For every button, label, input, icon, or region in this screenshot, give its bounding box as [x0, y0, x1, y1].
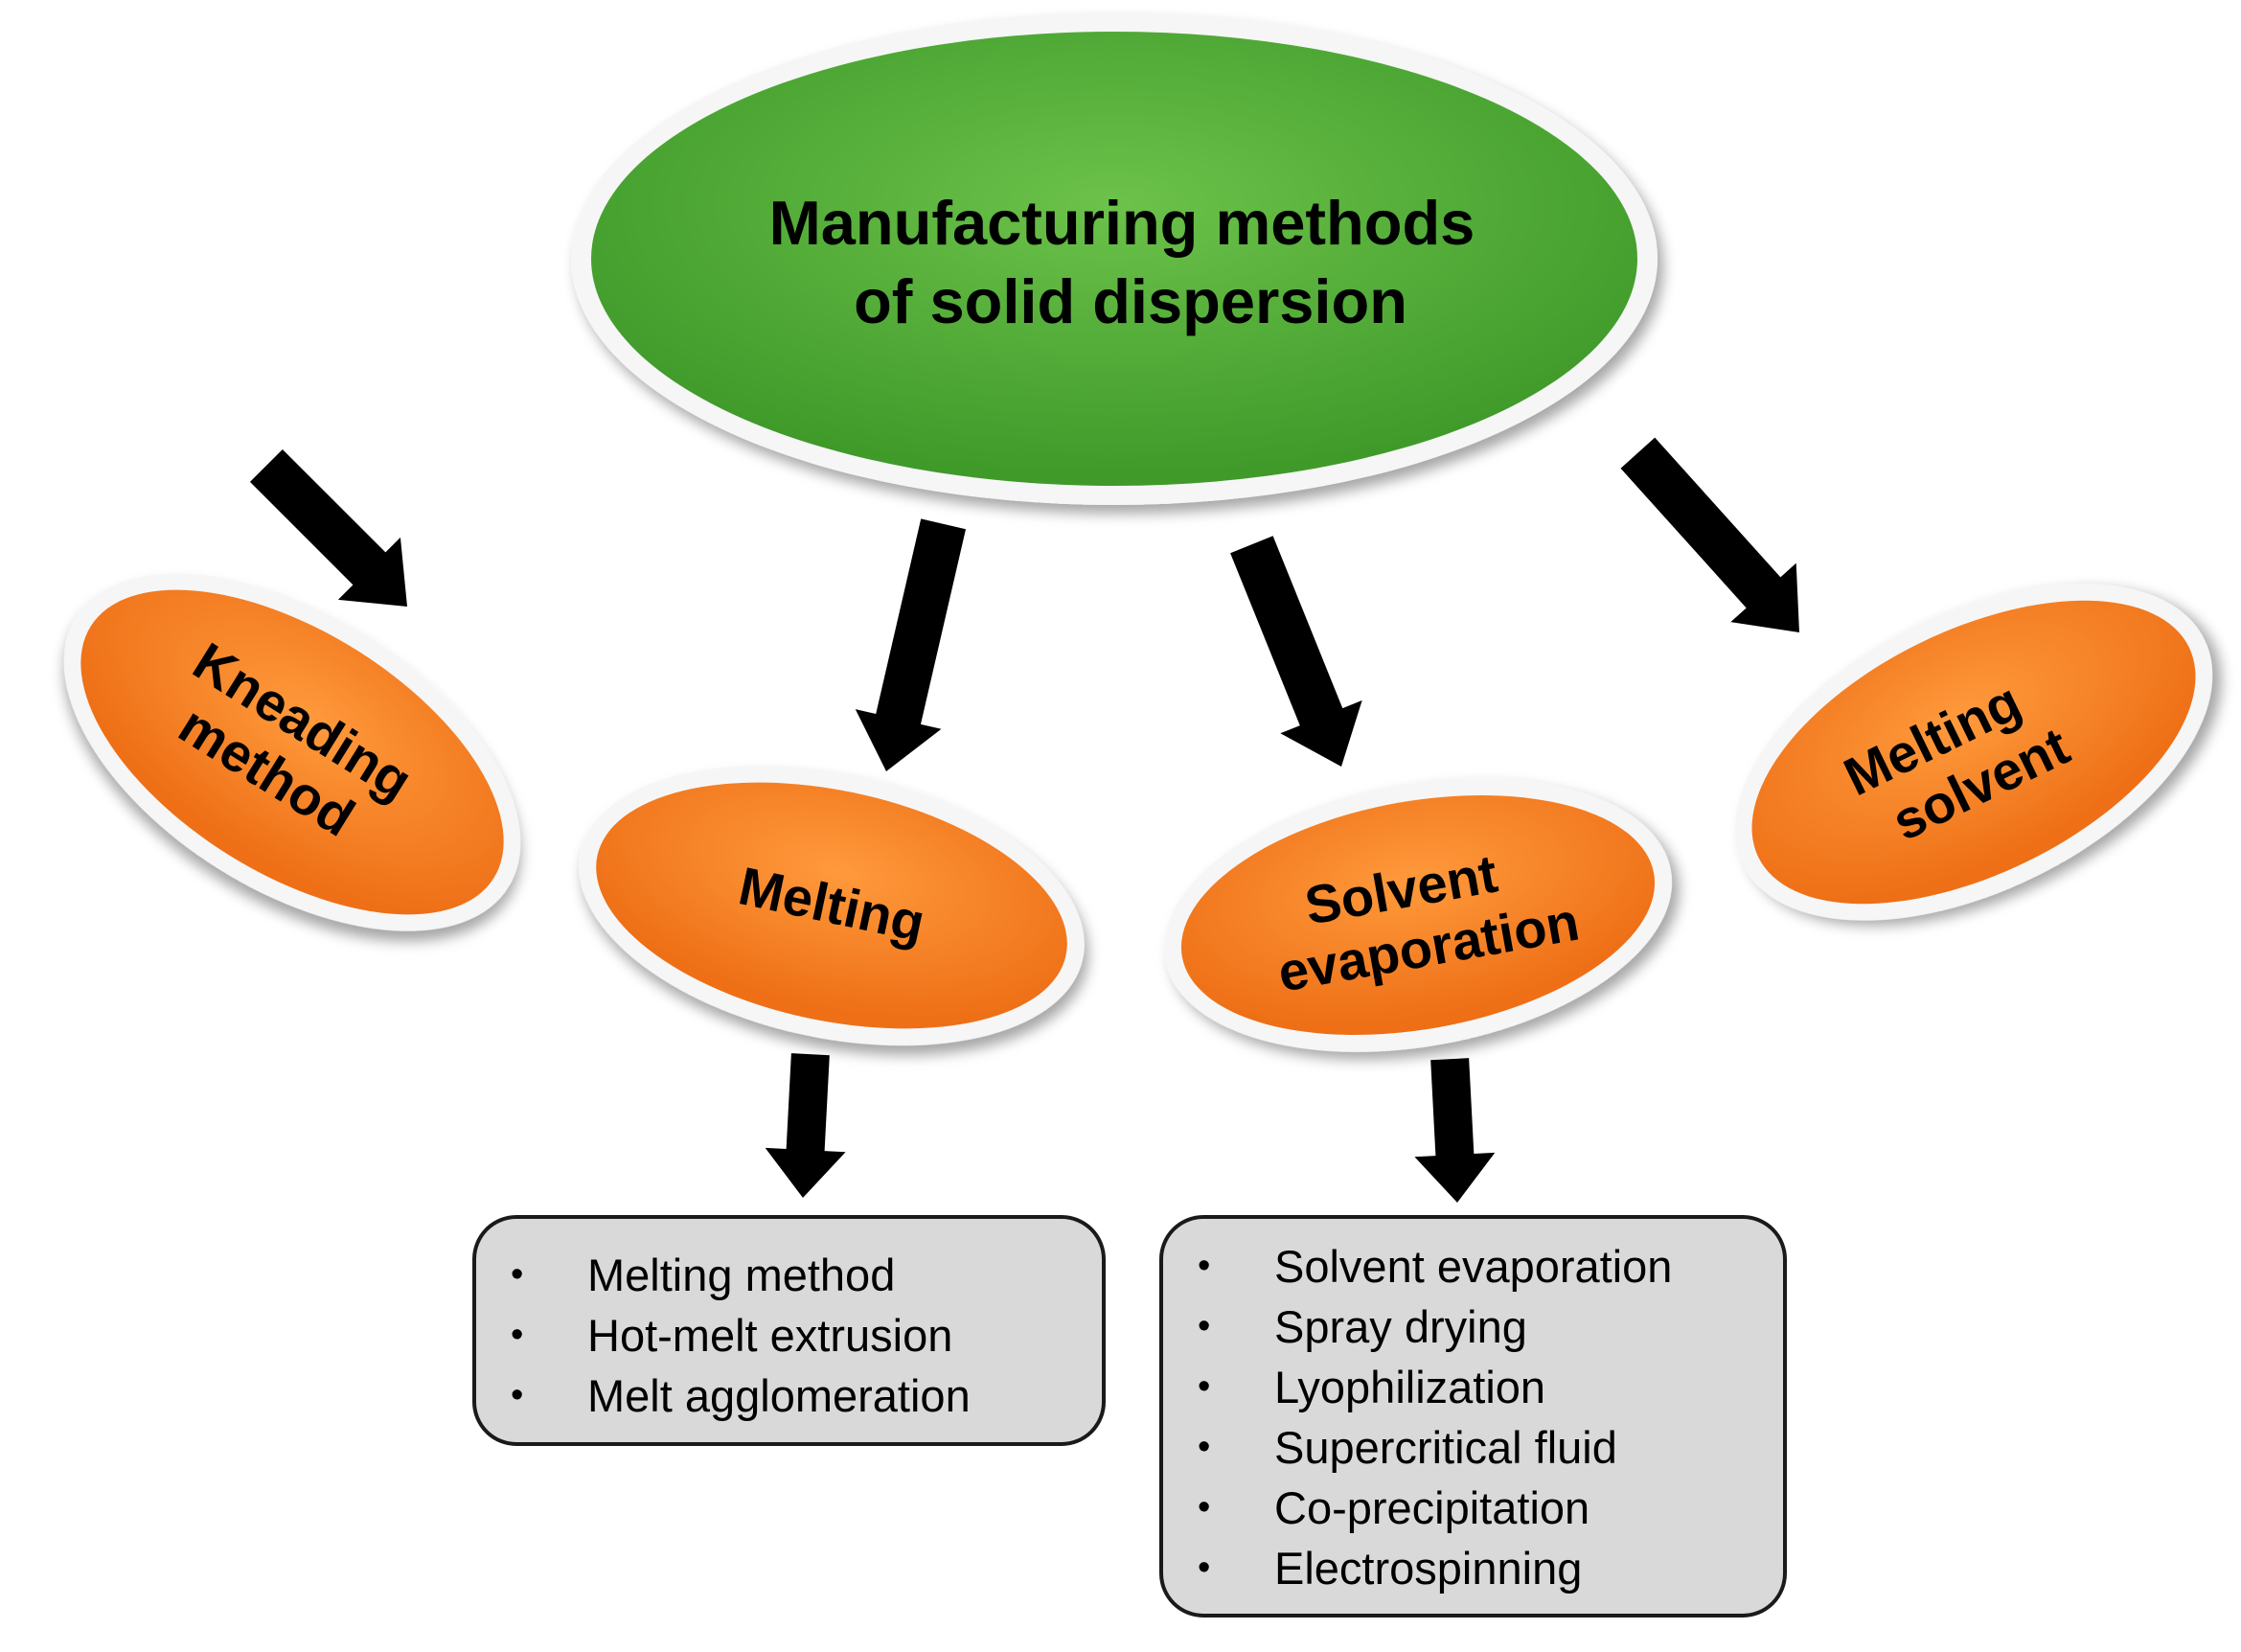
list-item: Lyophilization: [1163, 1357, 1783, 1417]
solvent-evaporation-techniques-box: Solvent evaporation Spray drying Lyophil…: [1159, 1215, 1787, 1618]
root-node: Manufacturing methods of solid dispersio…: [571, 12, 1658, 505]
root-title-line1: Manufacturing methods: [769, 188, 1475, 258]
arrow-to-melting-solvent: [1620, 437, 1799, 632]
arrow-to-kneading: [249, 448, 407, 607]
arrow-to-solvent-list: [1414, 1058, 1496, 1203]
list-item: Spray drying: [1163, 1296, 1783, 1357]
list-item: Melting method: [476, 1245, 1102, 1305]
list-item: Co-precipitation: [1163, 1478, 1783, 1538]
svg-text:Melting solvent: Melting solvent: [1835, 660, 2078, 862]
list-item: Solvent evaporation: [1163, 1236, 1783, 1296]
solvent-evaporation-node: Solvent evaporation: [1164, 778, 1672, 1052]
kneading-method-node: Kneading method: [63, 573, 521, 931]
svg-text:Manufacturing methods of: Manufacturing methods of solid dispersio…: [769, 188, 1493, 336]
melting-node: Melting: [579, 765, 1085, 1046]
list-item: Melt agglomeration: [476, 1365, 1102, 1426]
melting-techniques-box: Melting method Hot-melt extrusion Melt a…: [472, 1215, 1106, 1446]
list-item: Electrospinning: [1163, 1538, 1783, 1598]
list-item: Hot-melt extrusion: [476, 1305, 1102, 1365]
list-item: Supercritical fluid: [1163, 1417, 1783, 1478]
arrow-to-melting-list: [765, 1053, 846, 1198]
melting-solvent-node: Melting solvent: [1734, 584, 2213, 921]
arrow-to-melting: [855, 518, 966, 771]
arrow-to-solvent-evaporation: [1230, 536, 1362, 767]
root-title-line2: of solid dispersion: [854, 266, 1407, 336]
